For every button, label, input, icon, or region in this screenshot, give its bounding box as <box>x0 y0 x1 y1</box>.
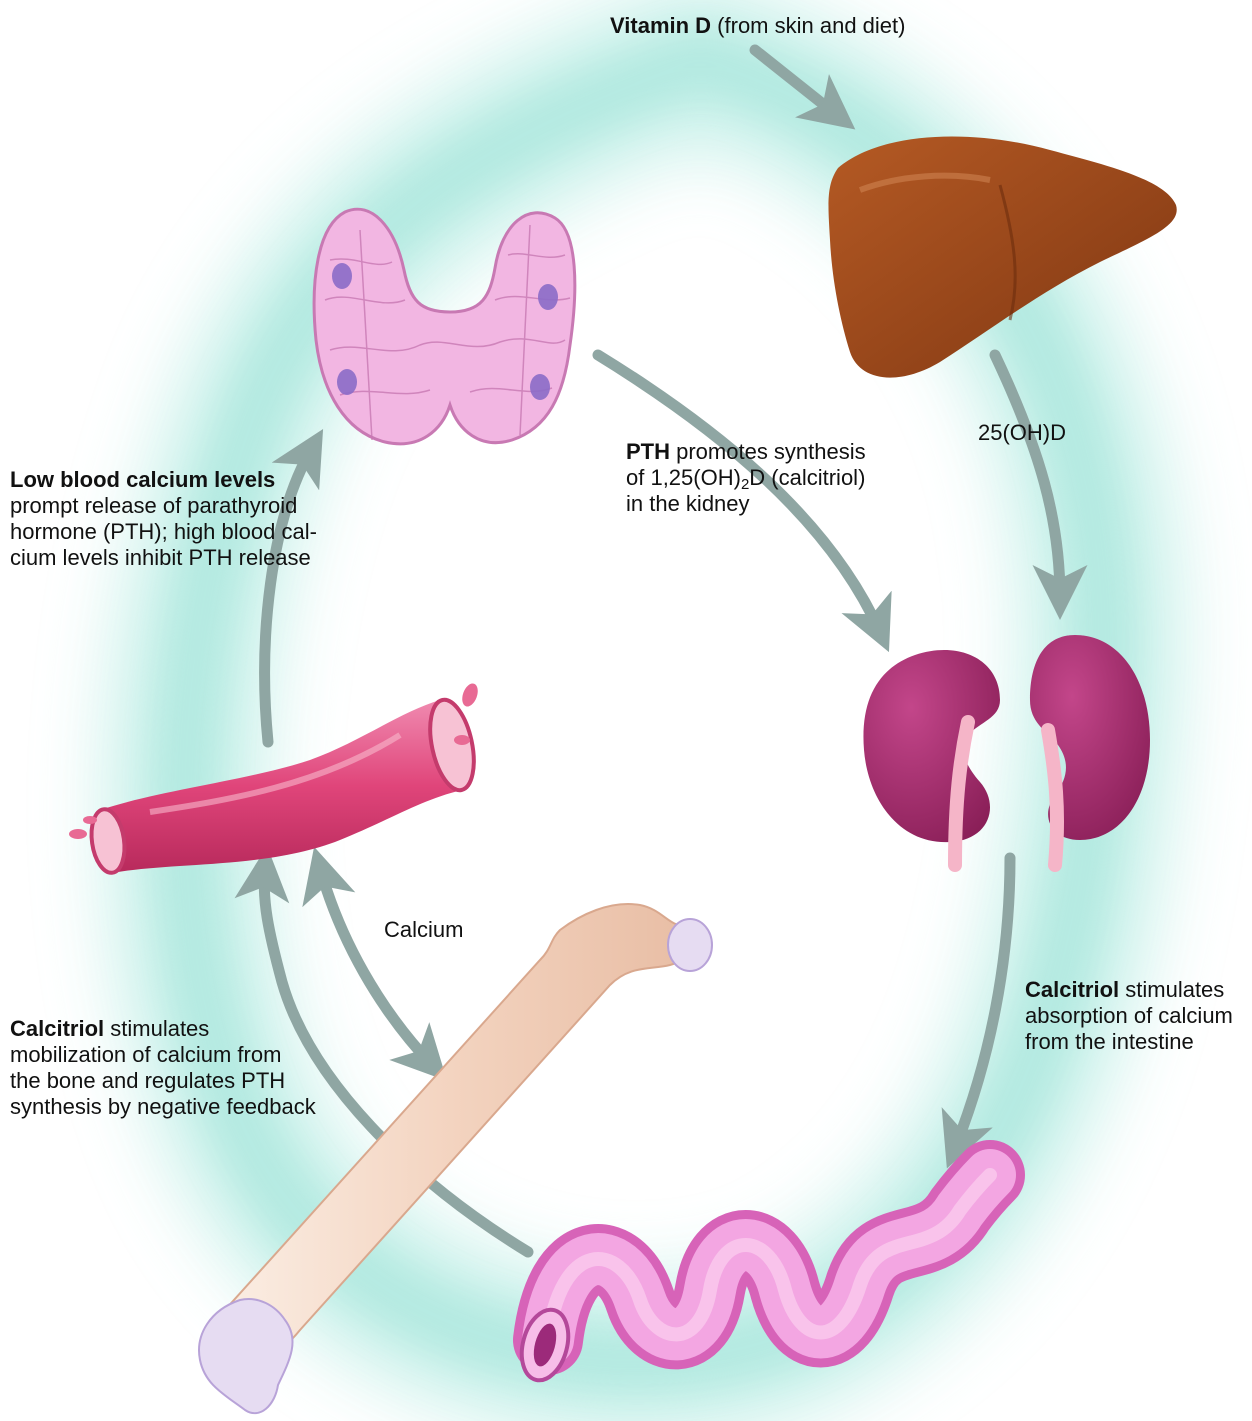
label-calcitriol-intestine: Calcitriol stimulates absorption of calc… <box>1025 977 1233 1055</box>
label-pth: PTH promotes synthesis of 1,25(OH)2D (ca… <box>626 439 866 517</box>
label-calcitriol-bone: Calcitriol stimulates mobilization of ca… <box>10 1016 316 1120</box>
label-calcium: Calcium <box>384 917 463 943</box>
kidneys-illustration <box>863 635 1150 865</box>
arrow-calcium-bidirectional <box>320 868 432 1065</box>
label-vitamin-d: Vitamin D (from skin and diet) <box>610 13 905 39</box>
label-25-oh-d: 25(OH)D <box>978 420 1066 446</box>
label-low-blood-calcium: Low blood calcium levels prompt release … <box>10 467 317 571</box>
